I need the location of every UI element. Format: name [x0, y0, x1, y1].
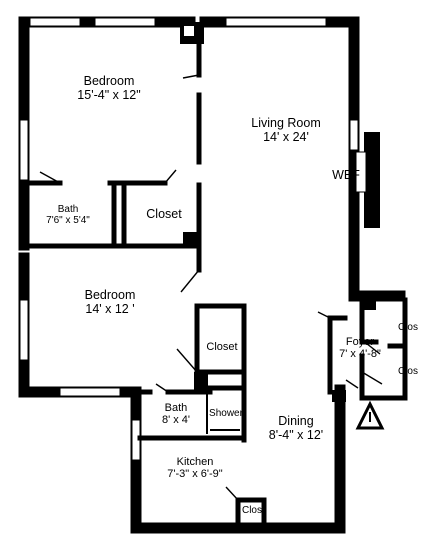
- bedroom-2-label: Bedroom 14' x 12 ': [84, 288, 136, 316]
- bedroom-1-label: Bedroom 15'-4" x 12": [77, 74, 141, 102]
- kitchen-label: Kitchen 7'-3" x 6'-9": [167, 456, 223, 481]
- wbf-label: WBF: [332, 168, 360, 182]
- closet-1-label: Closet: [146, 207, 182, 221]
- fireplace: [355, 132, 380, 228]
- foyer-label: Foyer 7' x 4'-8": [339, 336, 381, 361]
- windows: [19, 17, 359, 461]
- bath-2-label: Bath 8' x 4': [161, 402, 191, 427]
- shower-label: Shower: [209, 408, 243, 419]
- door-swings: [39, 74, 383, 501]
- bath-1-label: Bath 7'6" x 5'4": [46, 204, 90, 227]
- triangle-icon: [355, 400, 385, 430]
- living-room-label: Living Room 14' x 24': [251, 116, 321, 144]
- interior-walls: [21, 22, 408, 528]
- kitchen-closet-label: Clos: [241, 505, 263, 516]
- foyer-closet-b-label: Clos: [397, 366, 419, 377]
- dining-label: Dining 8'-4" x 12': [268, 414, 324, 442]
- foyer-closet-a-label: Clos: [397, 322, 419, 333]
- closet-2-label: Closet: [206, 341, 238, 353]
